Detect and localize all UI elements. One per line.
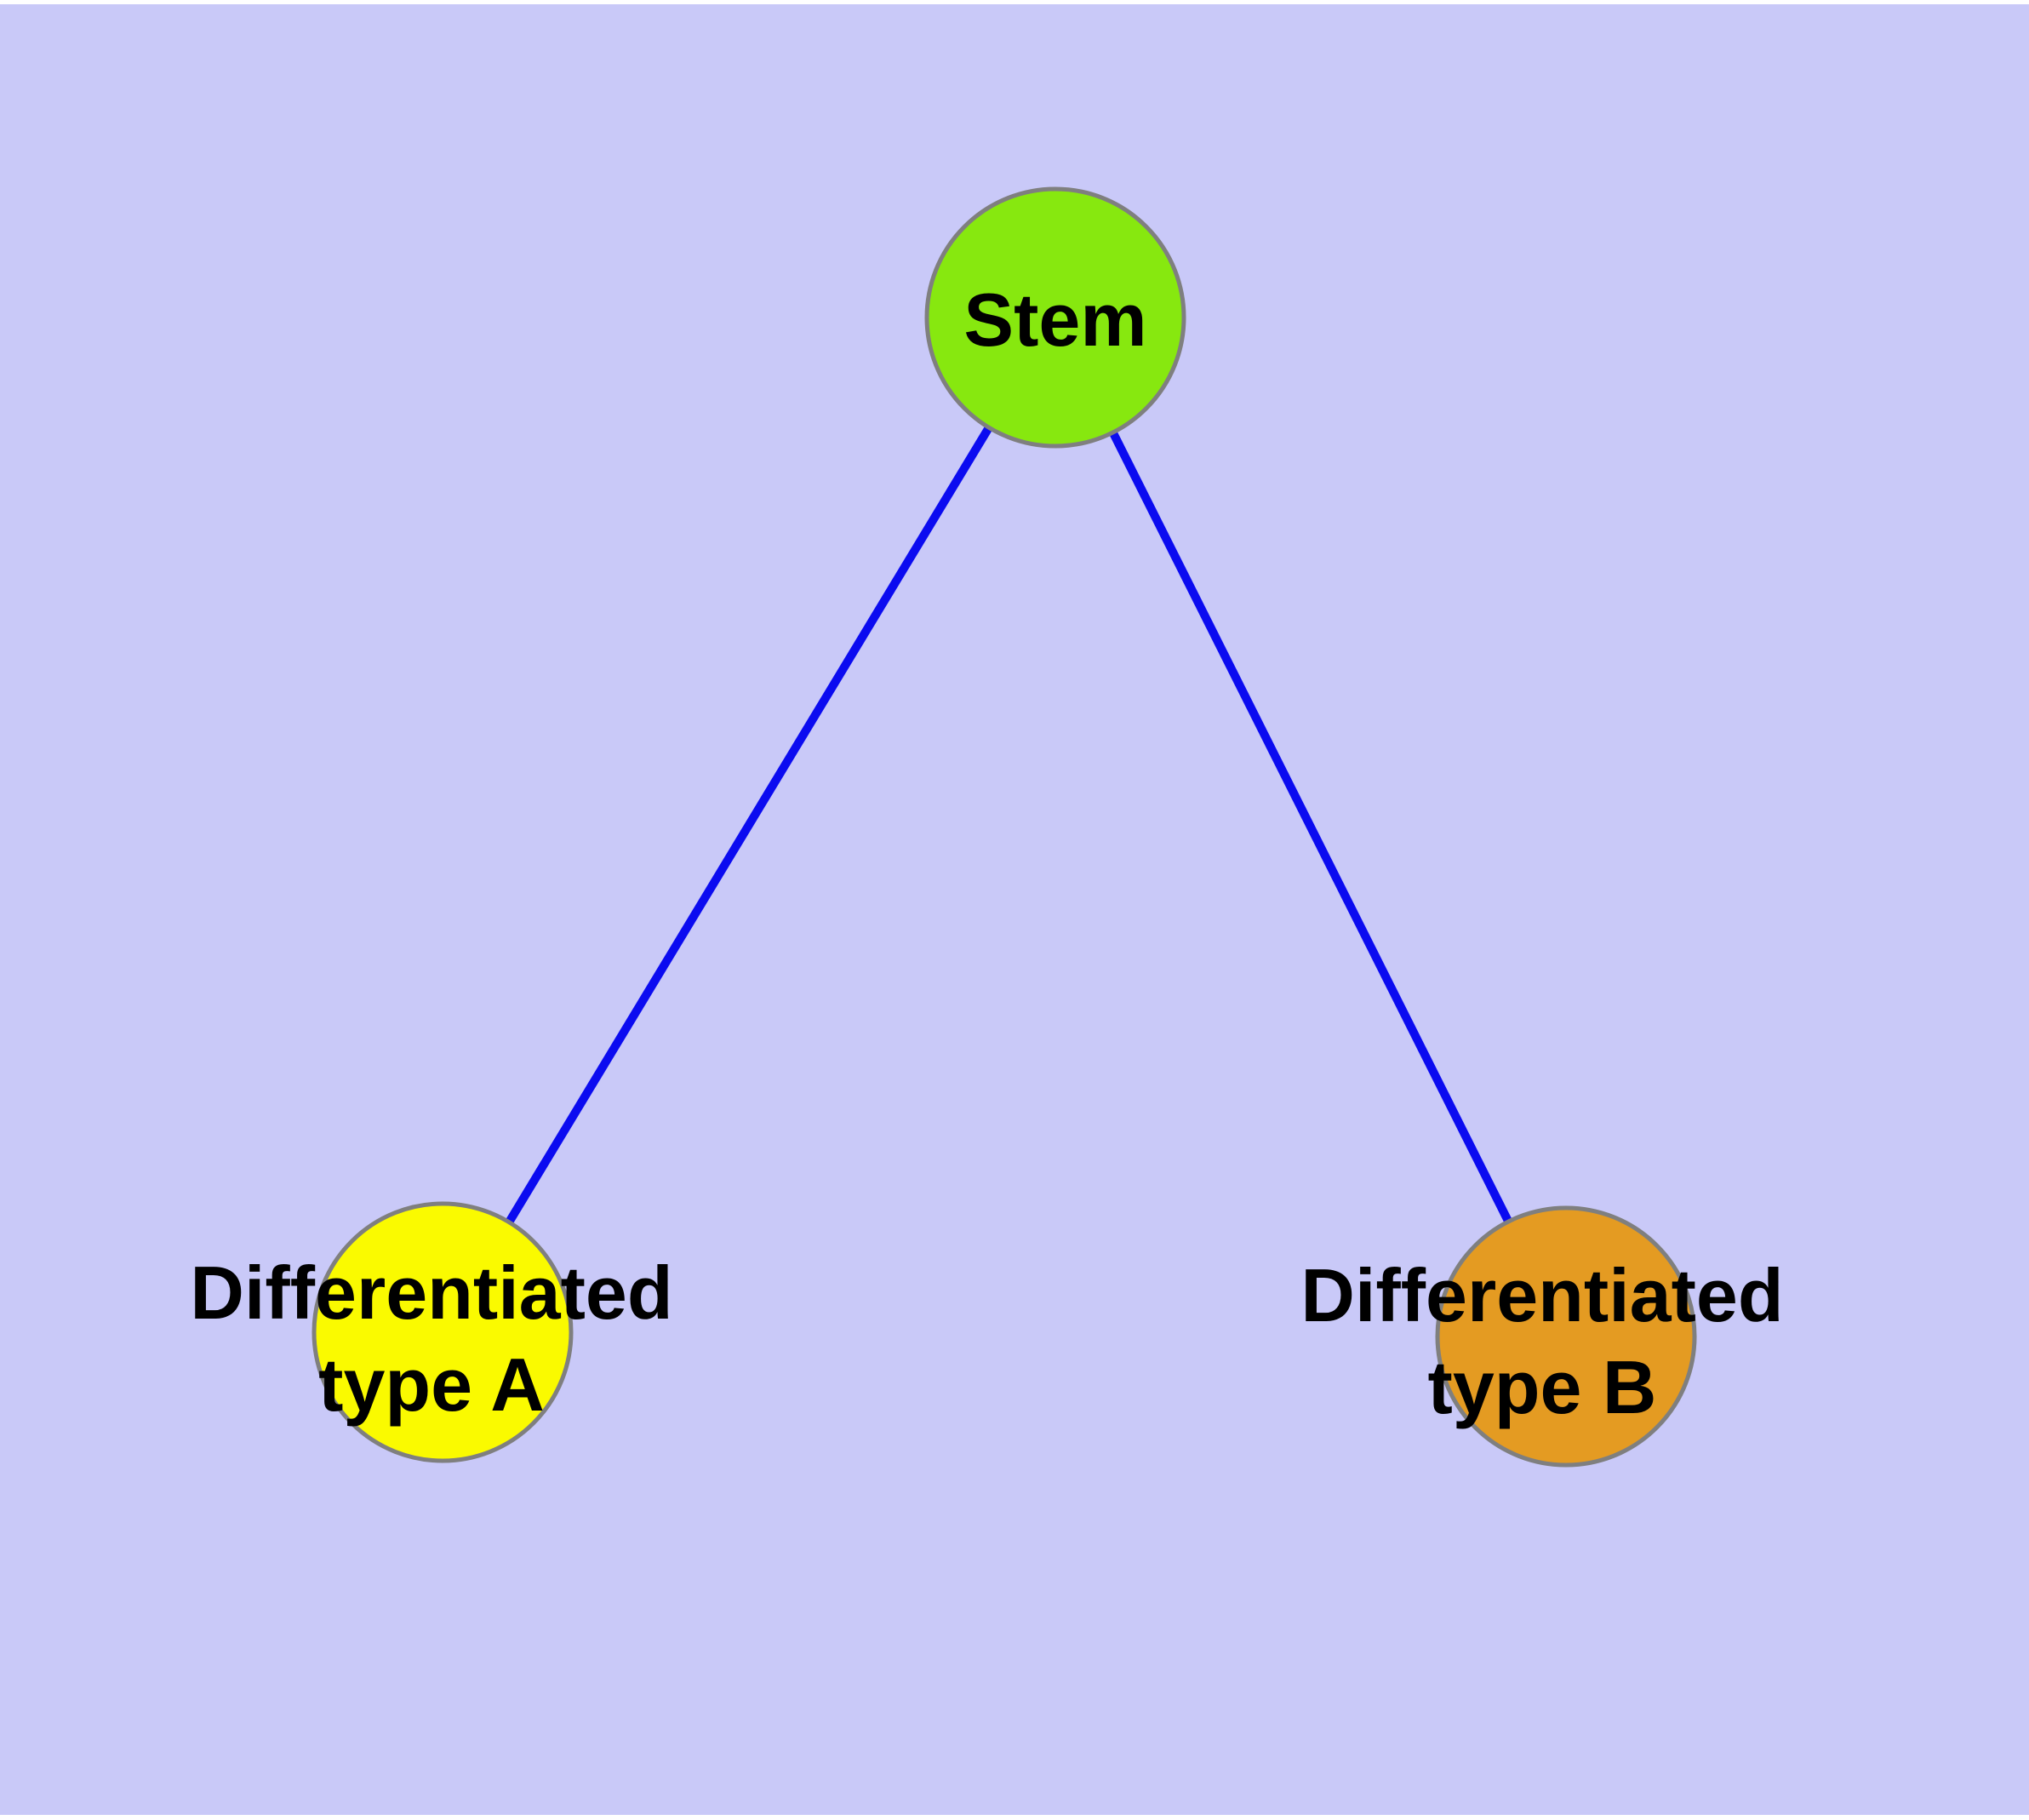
edge-stem-to-type-a	[438, 315, 1060, 1335]
node-type-b-label-line2: type B	[1428, 1345, 1657, 1429]
node-type-b-label-line1: Differentiated	[1300, 1253, 1783, 1337]
node-type-a-label-line1: Differentiated	[190, 1251, 672, 1335]
node-type-a-label-line2: type A	[318, 1342, 545, 1427]
node-stem-label: Stem	[963, 278, 1146, 362]
node-differentiated-type-a[interactable]	[311, 1201, 574, 1463]
node-differentiated-type-b[interactable]	[1435, 1205, 1697, 1468]
edge-stem-to-type-b	[1051, 315, 1570, 1339]
node-stem[interactable]	[924, 186, 1186, 449]
